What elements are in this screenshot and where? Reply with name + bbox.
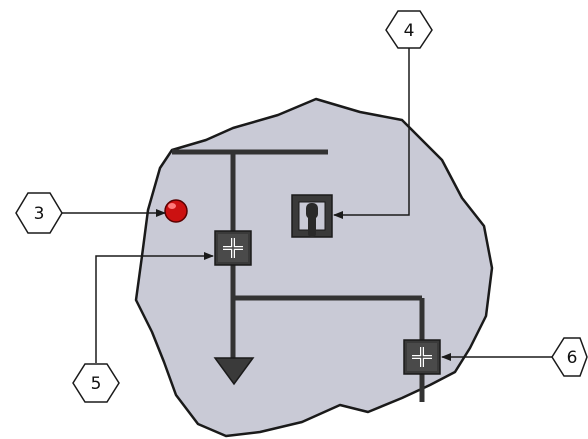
cutaway-panel (134, 97, 494, 438)
leader-lines (62, 48, 552, 363)
callout-3: 3 (15, 192, 63, 234)
callout-6: 6 (551, 337, 588, 377)
red-indicator-light-icon (164, 199, 188, 223)
callout-5-label: 5 (91, 374, 102, 394)
callout-3-label: 3 (34, 204, 45, 224)
cross-fitting-icon (214, 230, 252, 266)
leader-4 (333, 48, 410, 219)
callout-4: 4 (385, 10, 433, 49)
callout-4-label: 4 (404, 21, 415, 41)
cross-fitting-icon (403, 339, 441, 375)
callout-6-label: 6 (567, 348, 578, 368)
callout-5: 5 (72, 363, 120, 403)
leader-5 (95, 252, 214, 363)
down-arrow-icon (213, 357, 255, 386)
toggle-switch-icon (291, 194, 333, 238)
